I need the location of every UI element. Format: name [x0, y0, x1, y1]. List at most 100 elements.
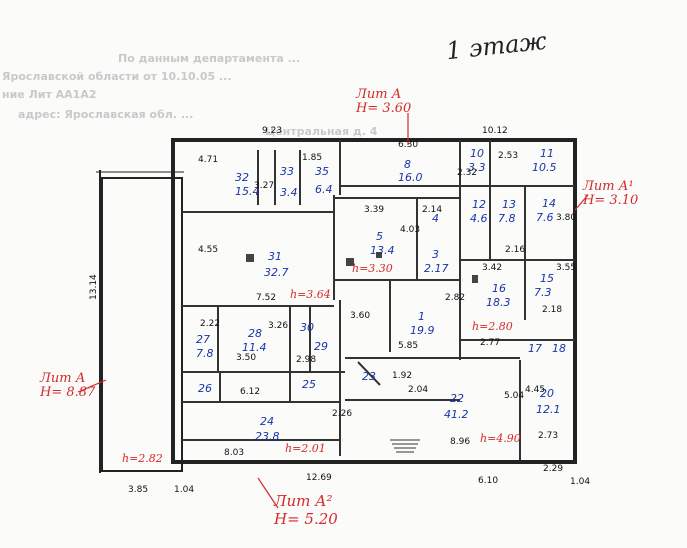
lit-height: H= 3.60: [356, 101, 412, 116]
room-area: 12.1: [536, 403, 561, 416]
room-number: 27: [196, 333, 210, 346]
dimension-label: 4.71: [198, 155, 218, 165]
height-mark: h=3.64: [290, 288, 331, 301]
dimension-label: 2.18: [542, 305, 562, 315]
dimension-label: 12.69: [306, 473, 332, 483]
height-mark: h=3.30: [352, 262, 393, 275]
faint-text-line: Центральная д. 4: [265, 125, 378, 138]
dimension-label: 3.42: [482, 263, 502, 273]
room-number: 22: [450, 392, 464, 405]
dimension-label: 2.73: [538, 431, 558, 441]
room-area: 7.3: [534, 286, 552, 299]
room-area: 6.4: [315, 183, 333, 196]
dimension-label: 3.26: [268, 321, 288, 331]
lit-pointers: [77, 113, 589, 509]
room-area: 3.4: [280, 186, 298, 199]
dimension-label: 1.04: [174, 485, 194, 495]
room-number: 13: [502, 198, 516, 211]
room-area: 15.4: [235, 185, 260, 198]
interior-walls: [182, 140, 575, 460]
dimension-label: 2.32: [457, 168, 477, 178]
dimension-label: 9.23: [262, 126, 282, 136]
dimension-label: 4.55: [198, 245, 218, 255]
room-number: 24: [260, 415, 274, 428]
room-number: 33: [280, 165, 294, 178]
dimension-label: 4.03: [400, 225, 420, 235]
dimension-label: 3.80: [556, 213, 576, 223]
room-area: 23.8: [255, 430, 280, 443]
faint-text-line: ние Лит АА1А2: [2, 88, 97, 101]
room-number: 15: [540, 272, 554, 285]
room-number: 30: [300, 321, 314, 334]
room-number: 11: [540, 147, 554, 160]
dimension-label: 2.26: [332, 409, 352, 419]
height-mark: h=2.80: [472, 320, 513, 333]
room-number: 10: [470, 147, 484, 160]
lit-label-bottom: Лит А² H= 5.20: [274, 492, 338, 528]
room-number: 8: [404, 158, 411, 171]
room-area: 16.0: [398, 171, 423, 184]
dimension-label: 3.39: [364, 205, 384, 215]
dimension-label: 2.22: [200, 319, 220, 329]
dimension-label: 2.98: [296, 355, 316, 365]
lit-label-right: Лит А¹ H= 3.10: [583, 180, 638, 208]
room-area: 7.6: [536, 211, 554, 224]
room-number: 3: [432, 248, 439, 261]
room-number: 12: [472, 198, 486, 211]
dimension-label: 2.29: [543, 464, 563, 474]
room-area: 7.8: [498, 212, 516, 225]
dimension-label: 4.45: [525, 385, 545, 395]
lit-height: H= 5.20: [274, 510, 338, 528]
faint-text-line: адрес: Ярославская обл. ...: [18, 108, 194, 121]
room-area: 18.3: [486, 296, 511, 309]
faint-text-line: Ярославской области от 10.10.05 ...: [2, 70, 232, 83]
dimension-label: 2.82: [445, 293, 465, 303]
room-area: 7.8: [196, 347, 214, 360]
room-number: 23: [362, 370, 376, 383]
room-area: 4.6: [470, 212, 488, 225]
room-number: 20: [540, 387, 554, 400]
room-number: 1: [418, 310, 425, 323]
room-number: 28: [248, 327, 262, 340]
room-area: 11.4: [242, 341, 267, 354]
lit-label-left: Лит А H= 8.87: [40, 372, 95, 400]
stairs: [390, 439, 420, 453]
dimension-label: 3.50: [236, 353, 256, 363]
dimension-label: 2.77: [480, 338, 500, 348]
room-number: 31: [268, 250, 282, 263]
lit-name: Лит А: [356, 87, 402, 102]
room-area: 41.2: [444, 408, 469, 421]
dimension-label: 6.10: [478, 476, 498, 486]
dimension-label: 8.03: [224, 448, 244, 458]
room-number: 4: [432, 212, 439, 225]
room-area: 10.5: [532, 161, 557, 174]
room-area: 19.9: [410, 324, 435, 337]
room-number: 35: [315, 165, 329, 178]
dimension-label: 10.12: [482, 126, 508, 136]
room-number: 5: [376, 230, 383, 243]
room-area: 2.17: [424, 262, 449, 275]
height-mark: h=4.90: [480, 432, 521, 445]
lit-name: Лит А²: [274, 492, 333, 510]
room-number: 26: [198, 382, 212, 395]
faint-text-line: По данным департамента ...: [118, 52, 301, 65]
lit-height: H= 8.87: [40, 385, 96, 400]
dimension-label: 1.04: [570, 477, 590, 487]
dimension-label: 1.92: [392, 371, 412, 381]
pillars: [246, 252, 478, 283]
dimension-label: 3.60: [350, 311, 370, 321]
room-number: 29: [314, 340, 328, 353]
lit-label-top: Лит А H= 3.60: [356, 88, 411, 116]
dimension-label: 5.85: [398, 341, 418, 351]
room-area: 32.7: [264, 266, 289, 279]
room-number: 14: [542, 197, 556, 210]
dimension-label: 3.85: [128, 485, 148, 495]
lit-name: Лит А: [40, 371, 86, 386]
height-mark: h=2.01: [285, 442, 326, 455]
dimension-label: 1.85: [302, 153, 322, 163]
dimension-label: 2.14: [422, 205, 442, 215]
dimension-label: 2.16: [505, 245, 525, 255]
lit-name: Лит А¹: [583, 179, 634, 194]
